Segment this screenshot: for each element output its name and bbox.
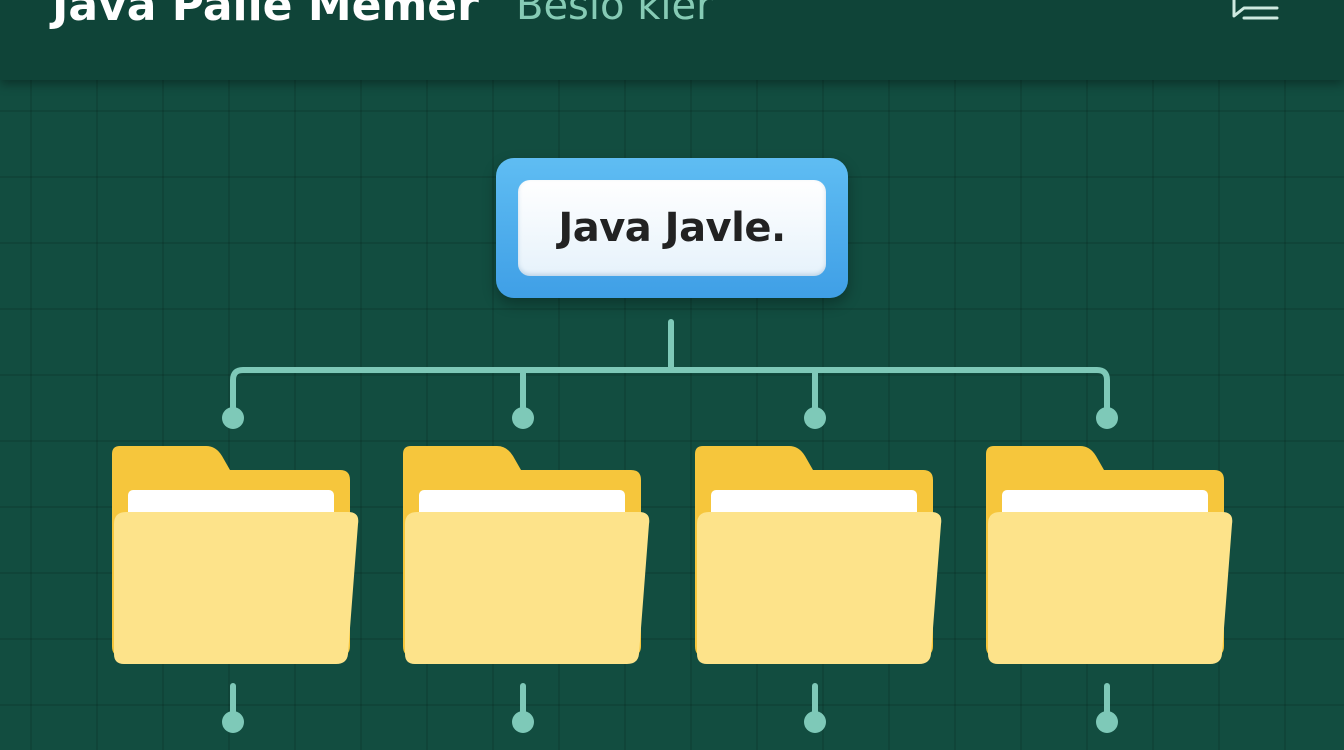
connector-node [1096, 407, 1118, 429]
root-label: Java Javle. [558, 205, 786, 251]
menu-icon [1232, 0, 1279, 20]
connector-node [1096, 711, 1118, 733]
folder-icon [695, 446, 942, 664]
folder-icon [403, 446, 650, 664]
folder-icon [112, 446, 359, 664]
connector-node [804, 711, 826, 733]
connector-node [222, 407, 244, 429]
folder-3[interactable] [695, 446, 943, 666]
folder-icon [986, 446, 1233, 664]
folder-2[interactable] [403, 446, 651, 666]
root-node[interactable]: Java Javle. [496, 158, 848, 298]
root-label-box: Java Javle. [518, 180, 826, 276]
connector-node [512, 407, 534, 429]
app-subtitle: Besio kier [516, 0, 713, 29]
app-title: Java Palle Memer [52, 0, 479, 31]
connector-node [804, 407, 826, 429]
top-bar: Java Palle Memer Besio kier [0, 0, 1344, 80]
connector-node [512, 711, 534, 733]
branch-bus-line [230, 367, 1110, 411]
menu-button[interactable] [1222, 0, 1282, 34]
connector-node [222, 711, 244, 733]
folder-4[interactable] [986, 446, 1234, 666]
folder-1[interactable] [112, 446, 360, 666]
